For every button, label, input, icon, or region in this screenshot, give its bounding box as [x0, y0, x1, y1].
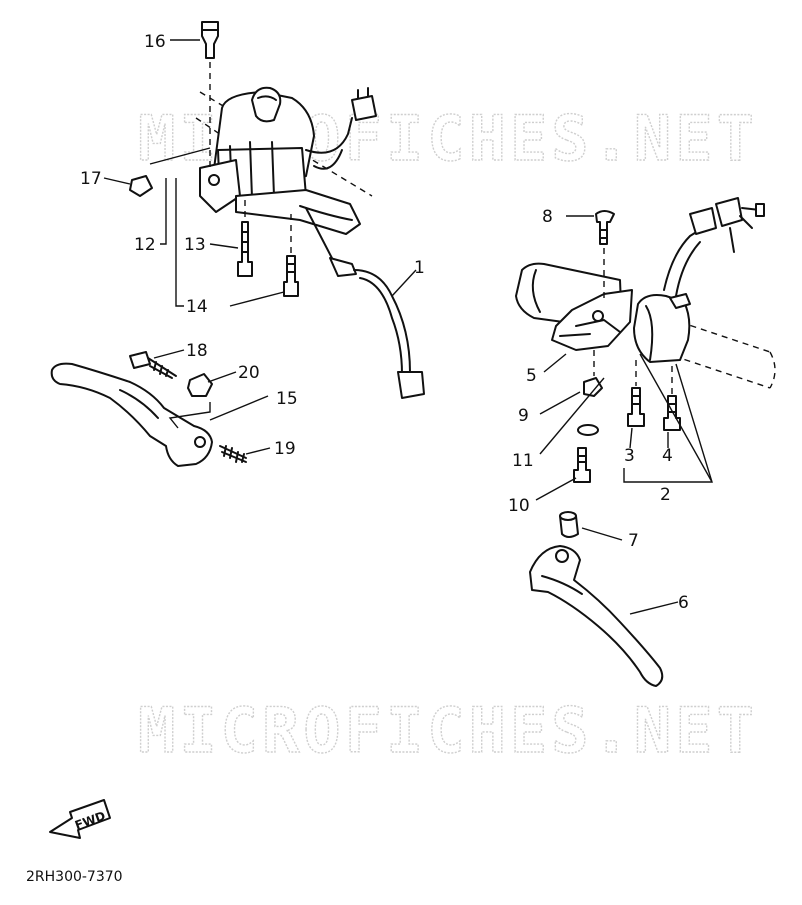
label-20: 20	[238, 363, 260, 383]
label-6: 6	[678, 593, 689, 613]
label-12: 12	[134, 235, 156, 255]
watermark-bottom: MICROFICHES.NET	[138, 694, 758, 767]
label-10: 10	[508, 496, 530, 516]
label-1: 1	[414, 258, 425, 278]
leader-lines	[103, 39, 713, 615]
label-5: 5	[526, 366, 537, 386]
right-handlebar-switch	[515, 197, 776, 389]
part-number-labels: 16 17 12 13 14 1 18 20 15 19 8 5 9 11 10…	[80, 32, 689, 613]
label-11: 11	[512, 451, 534, 471]
label-9: 9	[518, 406, 529, 426]
left-handlebar-switch	[195, 86, 425, 399]
label-4: 4	[662, 446, 673, 466]
drawing-code: 2RH300-7370	[26, 869, 123, 885]
right-fasteners	[559, 210, 681, 538]
label-18: 18	[186, 341, 208, 361]
forward-arrow-icon: FWD	[49, 799, 111, 839]
brake-lever	[529, 545, 664, 687]
label-2: 2	[660, 485, 671, 505]
label-17: 17	[80, 169, 102, 189]
label-8: 8	[542, 207, 553, 227]
label-14: 14	[186, 297, 208, 317]
label-13: 13	[184, 235, 206, 255]
clutch-lever	[50, 351, 247, 467]
label-7: 7	[628, 531, 639, 551]
label-16: 16	[144, 32, 166, 52]
left-fasteners	[129, 21, 299, 297]
label-3: 3	[624, 446, 635, 466]
label-15: 15	[276, 389, 298, 409]
label-19: 19	[274, 439, 296, 459]
